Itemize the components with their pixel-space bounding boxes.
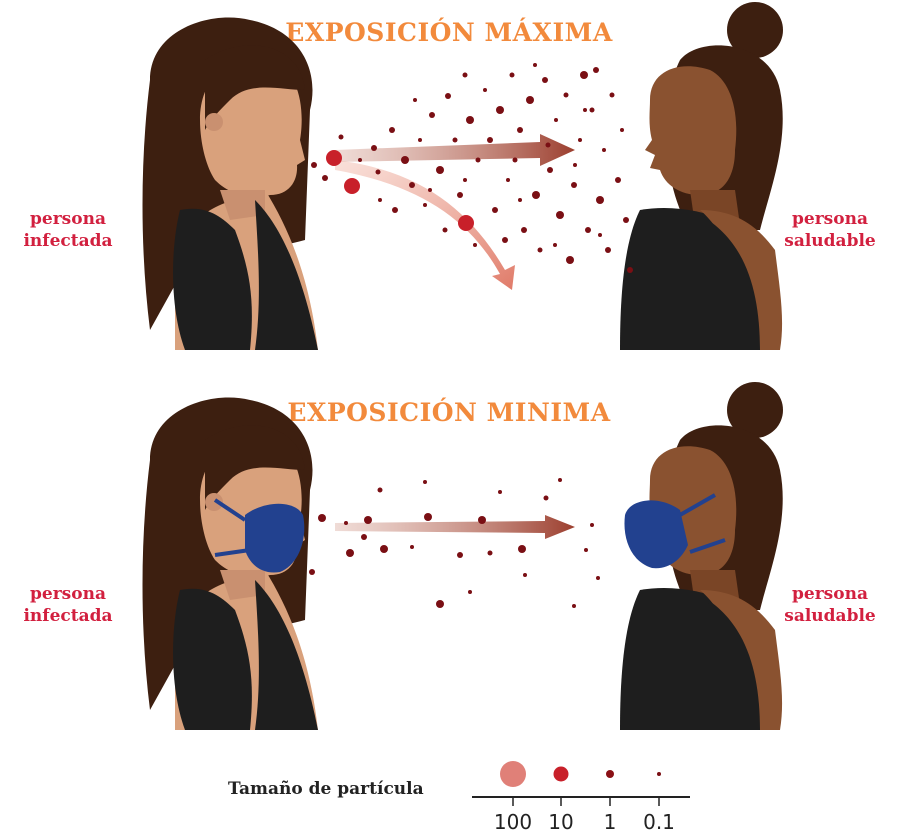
- healthy-person-2: [620, 382, 783, 730]
- straight-arrow-2: [335, 515, 575, 539]
- legend-tick-0.1: 0.1: [643, 810, 675, 834]
- legend-tick-1: 1: [603, 810, 617, 834]
- legend-dot-1: [606, 770, 614, 778]
- panel-title-max: EXPOSICIÓN MÁXIMA: [285, 18, 613, 47]
- left-label-infected-2: persona infectada: [23, 584, 113, 626]
- droplets-cloud-2: [309, 478, 600, 608]
- healthy-person-1: [620, 2, 783, 350]
- curved-arrow-1: [335, 160, 515, 290]
- legend-title: Tamaño de partícula: [228, 779, 424, 799]
- left-label-infected-1: persona infectada: [23, 209, 113, 251]
- right-label-healthy-1: persona saludable: [784, 209, 876, 251]
- legend-tick-100: 100: [493, 810, 533, 834]
- legend-dot-0.1: [657, 772, 661, 776]
- legend-tick-10: 10: [548, 810, 574, 834]
- right-label-healthy-2: persona saludable: [784, 584, 876, 626]
- infected-person-1: [142, 17, 318, 350]
- infected-person-2: [142, 397, 318, 730]
- panel-title-min: EXPOSICIÓN MINIMA: [287, 398, 611, 427]
- mask-icon: [624, 493, 726, 569]
- mask-icon: [213, 498, 305, 573]
- particle-size-legend: [472, 761, 690, 806]
- droplets-cloud-1: [311, 63, 633, 273]
- legend-dot-100: [500, 761, 526, 787]
- legend-dot-10: [553, 766, 569, 782]
